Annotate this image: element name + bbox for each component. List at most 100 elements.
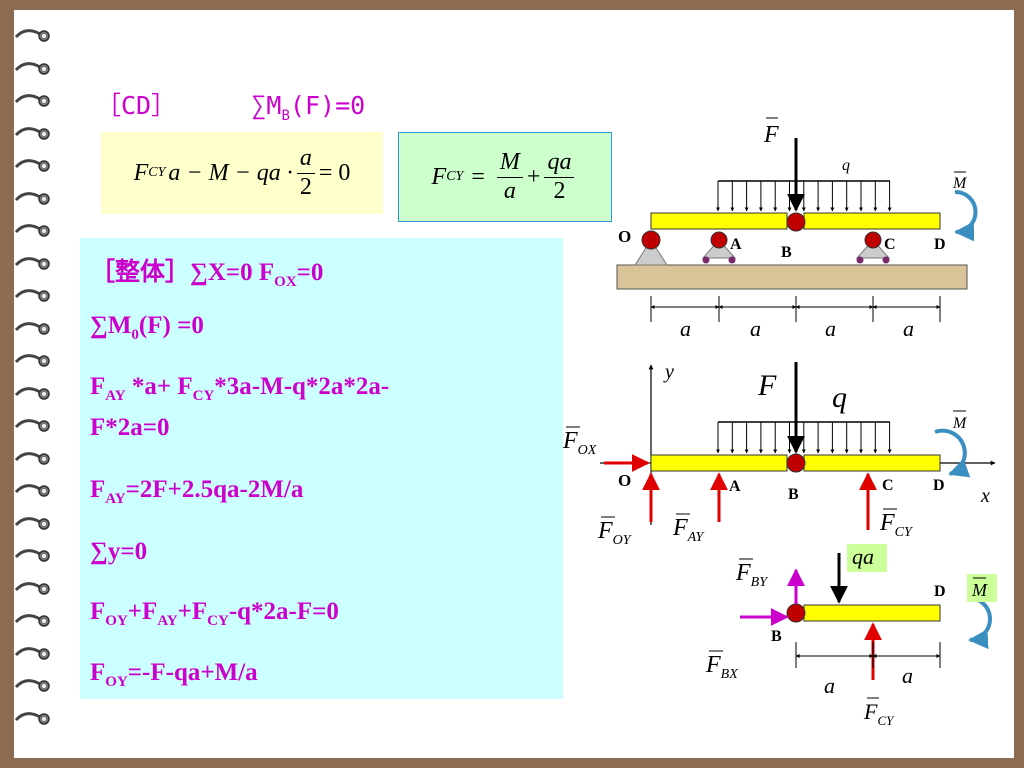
eq-line-moment-cont: F*2a=0 xyxy=(90,414,170,441)
spiral-ring xyxy=(14,581,54,599)
eq-line-sum-x: ［整体］∑X=0 FOX=0 xyxy=(90,259,324,290)
distributed-load-top xyxy=(716,181,892,212)
label-fby: FBY xyxy=(735,560,769,590)
label-x-axis: x xyxy=(980,485,990,507)
pin-c xyxy=(864,231,882,249)
spiral-ring xyxy=(14,191,54,209)
label-o: O xyxy=(618,227,631,246)
roller-c1 xyxy=(856,256,864,264)
eq-line-foy: FOY=-F-qa+M/a xyxy=(90,659,258,690)
fraction-numerator: qa xyxy=(544,149,575,178)
eq-line-sum-m0: ∑M0(F) =0 xyxy=(90,312,204,343)
label-d-bot: D xyxy=(934,583,946,600)
force-subscript: CY xyxy=(446,169,464,184)
roller-a2 xyxy=(728,256,736,264)
label-fbx: FBX xyxy=(705,652,738,682)
label-b: B xyxy=(781,244,792,261)
beam-left xyxy=(650,212,788,230)
label-foy: FOY xyxy=(597,518,633,548)
label-fcy: FCY xyxy=(879,510,914,540)
force-subscript: CY xyxy=(148,165,166,180)
dim-a3: a xyxy=(825,316,836,341)
spiral-ring xyxy=(14,28,54,46)
force-symbol: F xyxy=(133,159,149,186)
support-c xyxy=(855,239,891,259)
pin-a xyxy=(710,231,728,249)
fraction-numerator: M xyxy=(496,149,523,178)
distributed-load-mid xyxy=(716,422,892,454)
label-m: M xyxy=(952,175,968,192)
label-q-mid: q xyxy=(832,381,847,414)
dim-a4: a xyxy=(903,316,914,341)
label-b-mid: B xyxy=(788,486,799,503)
ground xyxy=(616,264,968,290)
dim-a1: a xyxy=(680,316,691,341)
label-c-mid: C xyxy=(882,477,894,494)
spiral-ring xyxy=(14,386,54,404)
label-q: q xyxy=(842,157,850,174)
spiral-ring xyxy=(14,678,54,696)
force-symbol: F xyxy=(431,163,447,190)
moment-eq-rest: (F)=0 xyxy=(289,91,366,120)
spiral-ring xyxy=(14,516,54,534)
spiral-ring xyxy=(14,451,54,469)
plus-sign: + xyxy=(526,163,541,190)
eq-line-moment-expanded: FAY *a+ FCY*3a-M-q*2a*2a- xyxy=(90,373,390,404)
beam-left-mid xyxy=(650,454,788,472)
moment-point: B xyxy=(281,108,290,124)
spiral-ring xyxy=(14,93,54,111)
label-d: D xyxy=(934,236,946,253)
qa-label-bg xyxy=(847,544,887,572)
beam-right-mid xyxy=(803,454,941,472)
dim-a-bot1: a xyxy=(824,673,835,698)
beam-cd xyxy=(803,604,941,622)
fraction-denominator: a xyxy=(503,177,516,204)
label-fox: FOX xyxy=(562,428,597,458)
eq-line-y-forces: FOY+FAY+FCY-q*2a-F=0 xyxy=(90,598,339,629)
eq-line-fay: FAY=2F+2.5qa-2M/a xyxy=(90,476,304,507)
spiral-ring xyxy=(14,223,54,241)
support-o xyxy=(634,239,668,266)
top-beam-diagram: F q M O A B C D a a a a xyxy=(616,117,978,341)
spiral-ring xyxy=(14,126,54,144)
equation-rhs: = 0 xyxy=(318,159,351,186)
roller-c2 xyxy=(882,256,890,264)
label-o-mid: O xyxy=(618,471,631,490)
moment-arrow-bot xyxy=(967,595,992,650)
spiral-ring xyxy=(14,548,54,566)
label-m-mid: M xyxy=(952,415,968,432)
spiral-ring xyxy=(14,321,54,339)
hinge-b-bot xyxy=(786,603,806,623)
dim-a-bot2: a xyxy=(902,663,913,688)
eq-line-sum-y: ∑y=0 xyxy=(90,538,148,565)
label-qa: qa xyxy=(852,544,874,569)
label-m-bot: M xyxy=(971,580,988,600)
roller-a1 xyxy=(702,256,710,264)
label-b-bot: B xyxy=(771,628,782,645)
fraction-denominator: 2 xyxy=(299,173,312,200)
moment-arrow-mid xyxy=(934,428,971,478)
spiral-ring xyxy=(14,711,54,729)
label-c: C xyxy=(884,236,896,253)
cd-moment-header: ［CD］ ∑MB(F)=0 xyxy=(96,86,365,124)
support-a xyxy=(701,239,737,259)
spiral-ring xyxy=(14,353,54,371)
label-fay: FAY xyxy=(672,515,705,545)
equals-sign: = xyxy=(471,163,485,190)
moment-arrow-top xyxy=(954,189,978,242)
free-body-diagram-cd: qa M D B FBY FBX a a FCY xyxy=(705,544,997,728)
fraction-denominator: 2 xyxy=(553,177,566,204)
label-f-mid: F xyxy=(757,369,777,402)
hinge-b xyxy=(786,212,806,232)
sum-moment: ∑M xyxy=(251,91,282,120)
beam-right xyxy=(803,212,941,230)
dim-a2: a xyxy=(750,316,761,341)
spiral-ring xyxy=(14,158,54,176)
label-f: F xyxy=(763,122,779,148)
free-body-diagram-whole: y x F q M O A B C D FOX FOY FAY FCY xyxy=(562,361,996,548)
